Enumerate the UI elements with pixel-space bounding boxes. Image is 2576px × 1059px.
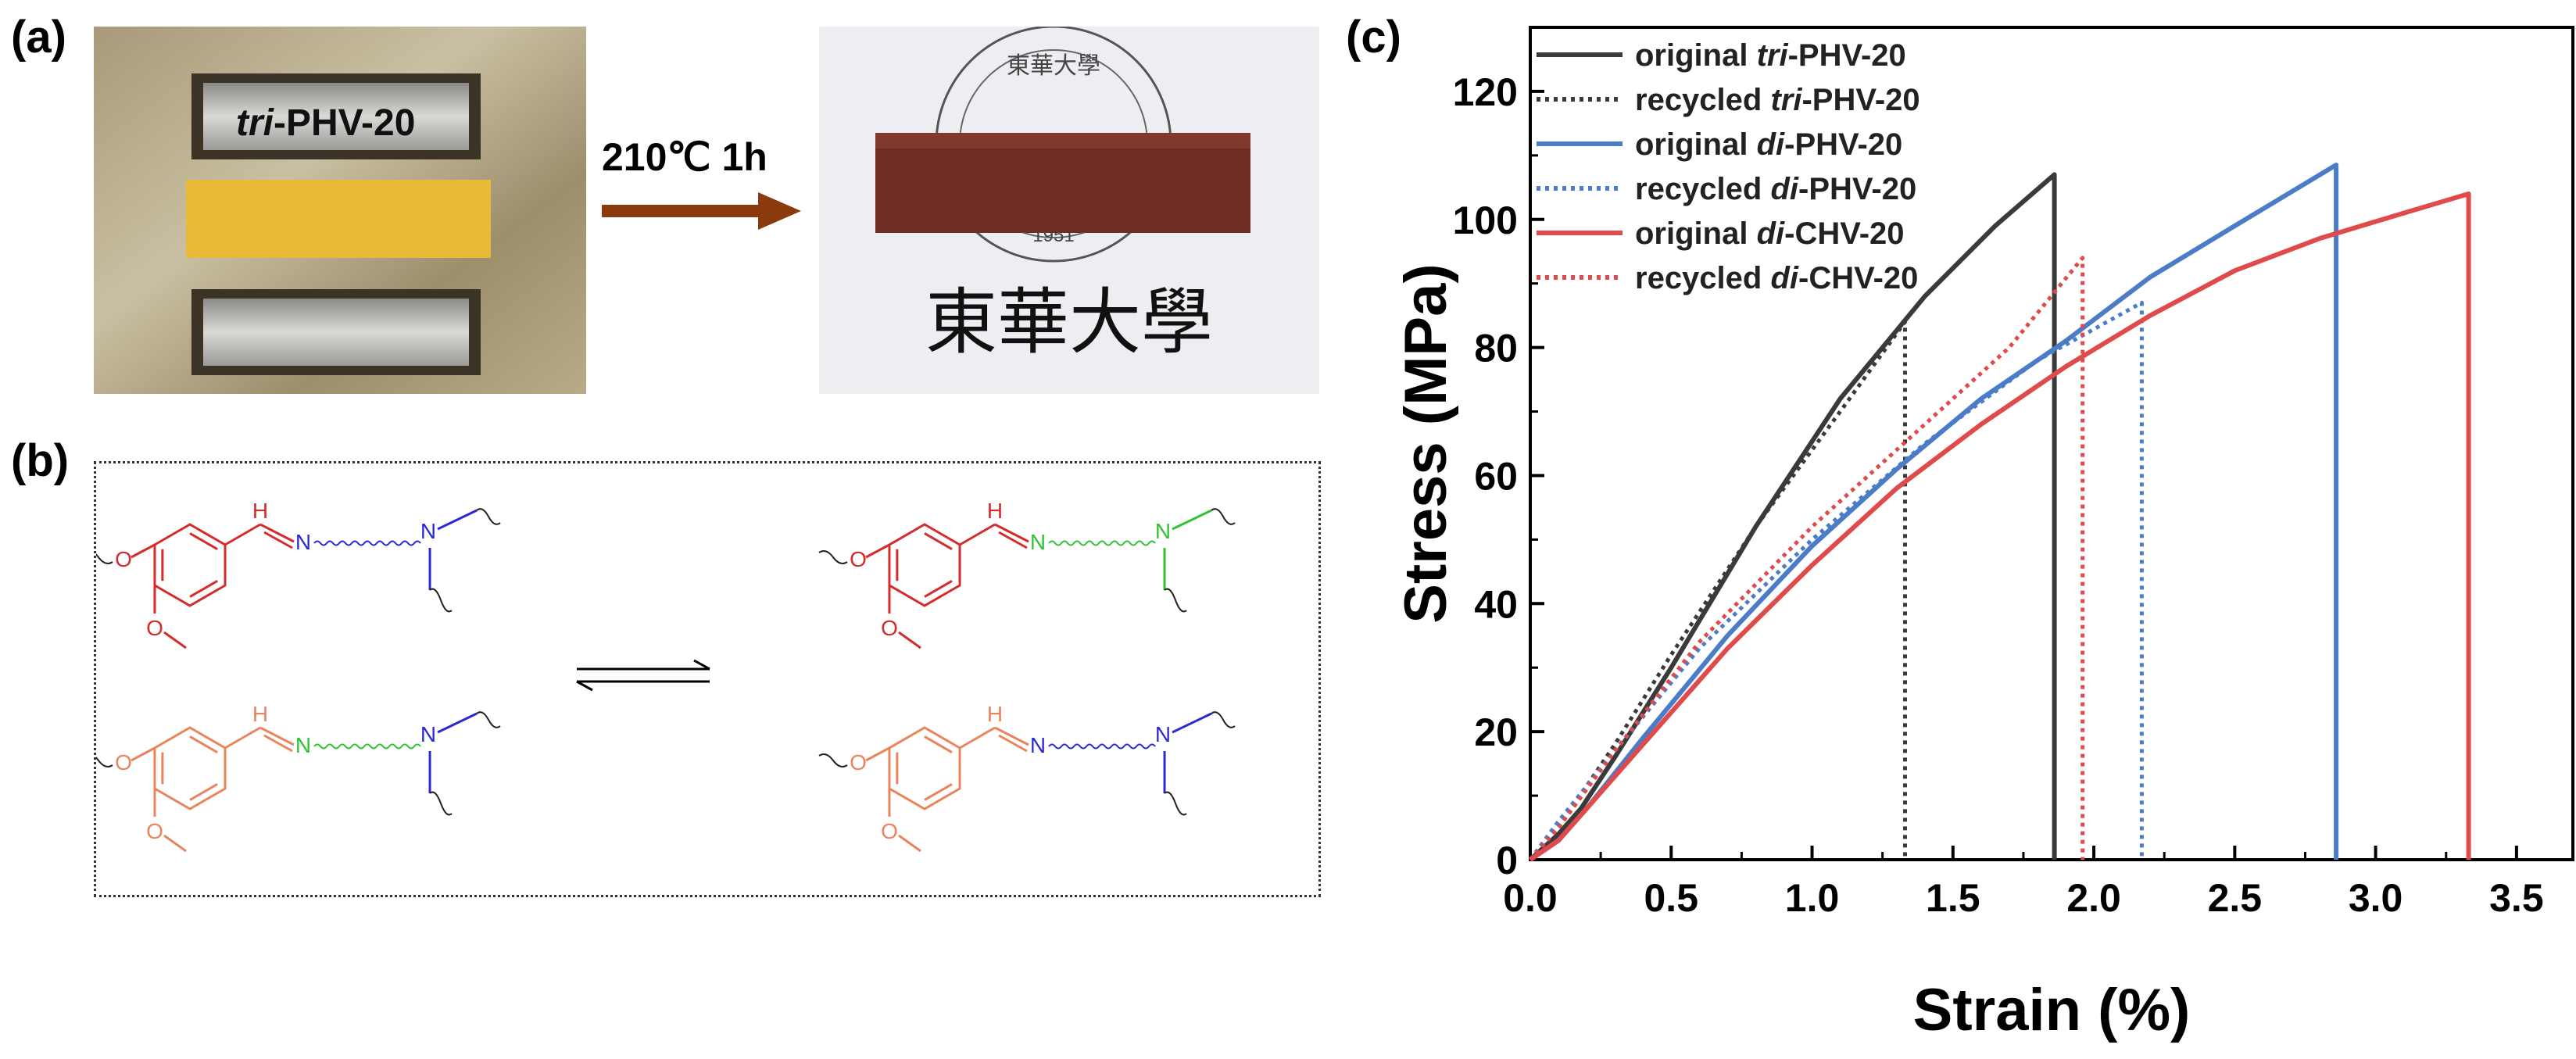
vanillin-imine-unit-2: H N N O O [84, 702, 501, 853]
vanillin-imine-unit-3: H N N O O [818, 499, 1236, 649]
x-tick-label: 3.5 [2489, 876, 2544, 920]
x-tick-label: 2.5 [2208, 876, 2263, 920]
series-line-4 [1529, 191, 2471, 862]
svg-text:O: O [146, 616, 163, 640]
svg-text:O: O [850, 750, 867, 775]
legend-label-5: recycled di-CHV-20 [1635, 261, 1918, 295]
svg-text:N: N [420, 519, 436, 543]
svg-text:N: N [1030, 530, 1046, 554]
y-tick-label: 120 [1453, 70, 1518, 114]
vanillin-imine-unit-1: H N N O O [84, 499, 501, 649]
legend-label-4: original di-CHV-20 [1635, 216, 1905, 251]
x-tick-label: 0.0 [1503, 876, 1558, 920]
x-axis-label: Strain (%) [1913, 977, 2191, 1043]
yellow-sample-bar [186, 180, 491, 258]
svg-text:H: H [252, 499, 268, 523]
svg-text:N: N [1030, 733, 1046, 757]
series-line-5 [1529, 256, 2085, 861]
svg-text:N: N [295, 733, 311, 757]
exchange-scheme: H N N O O H N N O O H N N O O H N N O O [84, 461, 1321, 897]
card-calligraphy: 東華大學 [925, 283, 1213, 363]
vanillin-imine-unit-4: H N N O O [818, 702, 1236, 853]
svg-text:H: H [987, 499, 1003, 523]
brown-film-bar [875, 133, 1250, 233]
seal-text: 東華大學 [1007, 53, 1100, 79]
x-tick-label: 2.0 [2066, 876, 2121, 920]
process-arrow [602, 192, 801, 230]
series-line-0 [1528, 172, 2057, 862]
svg-text:N: N [295, 530, 311, 554]
svg-text:O: O [881, 819, 898, 843]
x-tick-label: 0.5 [1644, 876, 1699, 920]
plot-frame [1529, 26, 2574, 861]
x-tick-label: 1.0 [1785, 876, 1840, 920]
panel-label-a: (a) [11, 12, 66, 63]
y-tick-label: 100 [1453, 199, 1518, 242]
panel-label-b: (b) [11, 435, 70, 486]
series-line-3 [1528, 300, 2144, 861]
svg-text:H: H [252, 702, 268, 726]
legend-label-0: original tri-PHV-20 [1635, 38, 1906, 73]
svg-text:H: H [987, 702, 1003, 726]
mold-photo: tri-PHV-20 [94, 27, 586, 394]
y-tick-label: 0 [1496, 839, 1518, 882]
svg-text:N: N [1155, 722, 1171, 746]
sample-label: tri-PHV-20 [236, 102, 415, 144]
svg-text:O: O [850, 547, 867, 571]
series-line-1 [1529, 320, 1907, 861]
process-label: 210℃ 1h [602, 135, 767, 179]
panel-label-c: (c) [1346, 12, 1401, 63]
recycled-film-photo: 東華大學 1951 東華大學 [819, 27, 1319, 394]
svg-text:O: O [115, 547, 132, 571]
legend-label-1: recycled tri-PHV-20 [1635, 83, 1920, 117]
y-tick-label: 40 [1474, 582, 1518, 626]
legend-label-3: recycled di-PHV-20 [1635, 172, 1916, 206]
y-tick-label: 20 [1474, 710, 1518, 754]
x-tick-label: 3.0 [2349, 876, 2403, 920]
svg-text:N: N [420, 722, 436, 746]
svg-text:N: N [1155, 519, 1171, 543]
x-tick-label: 1.5 [1926, 876, 1980, 920]
svg-text:O: O [146, 819, 163, 843]
legend-label-2: original di-PHV-20 [1635, 127, 1902, 162]
equilibrium-arrows [576, 659, 710, 692]
svg-text:O: O [115, 750, 132, 775]
y-axis-label: Stress (MPa) [1393, 263, 1459, 623]
y-tick-label: 80 [1474, 327, 1518, 370]
svg-text:O: O [881, 616, 898, 640]
y-tick-label: 60 [1474, 454, 1518, 498]
